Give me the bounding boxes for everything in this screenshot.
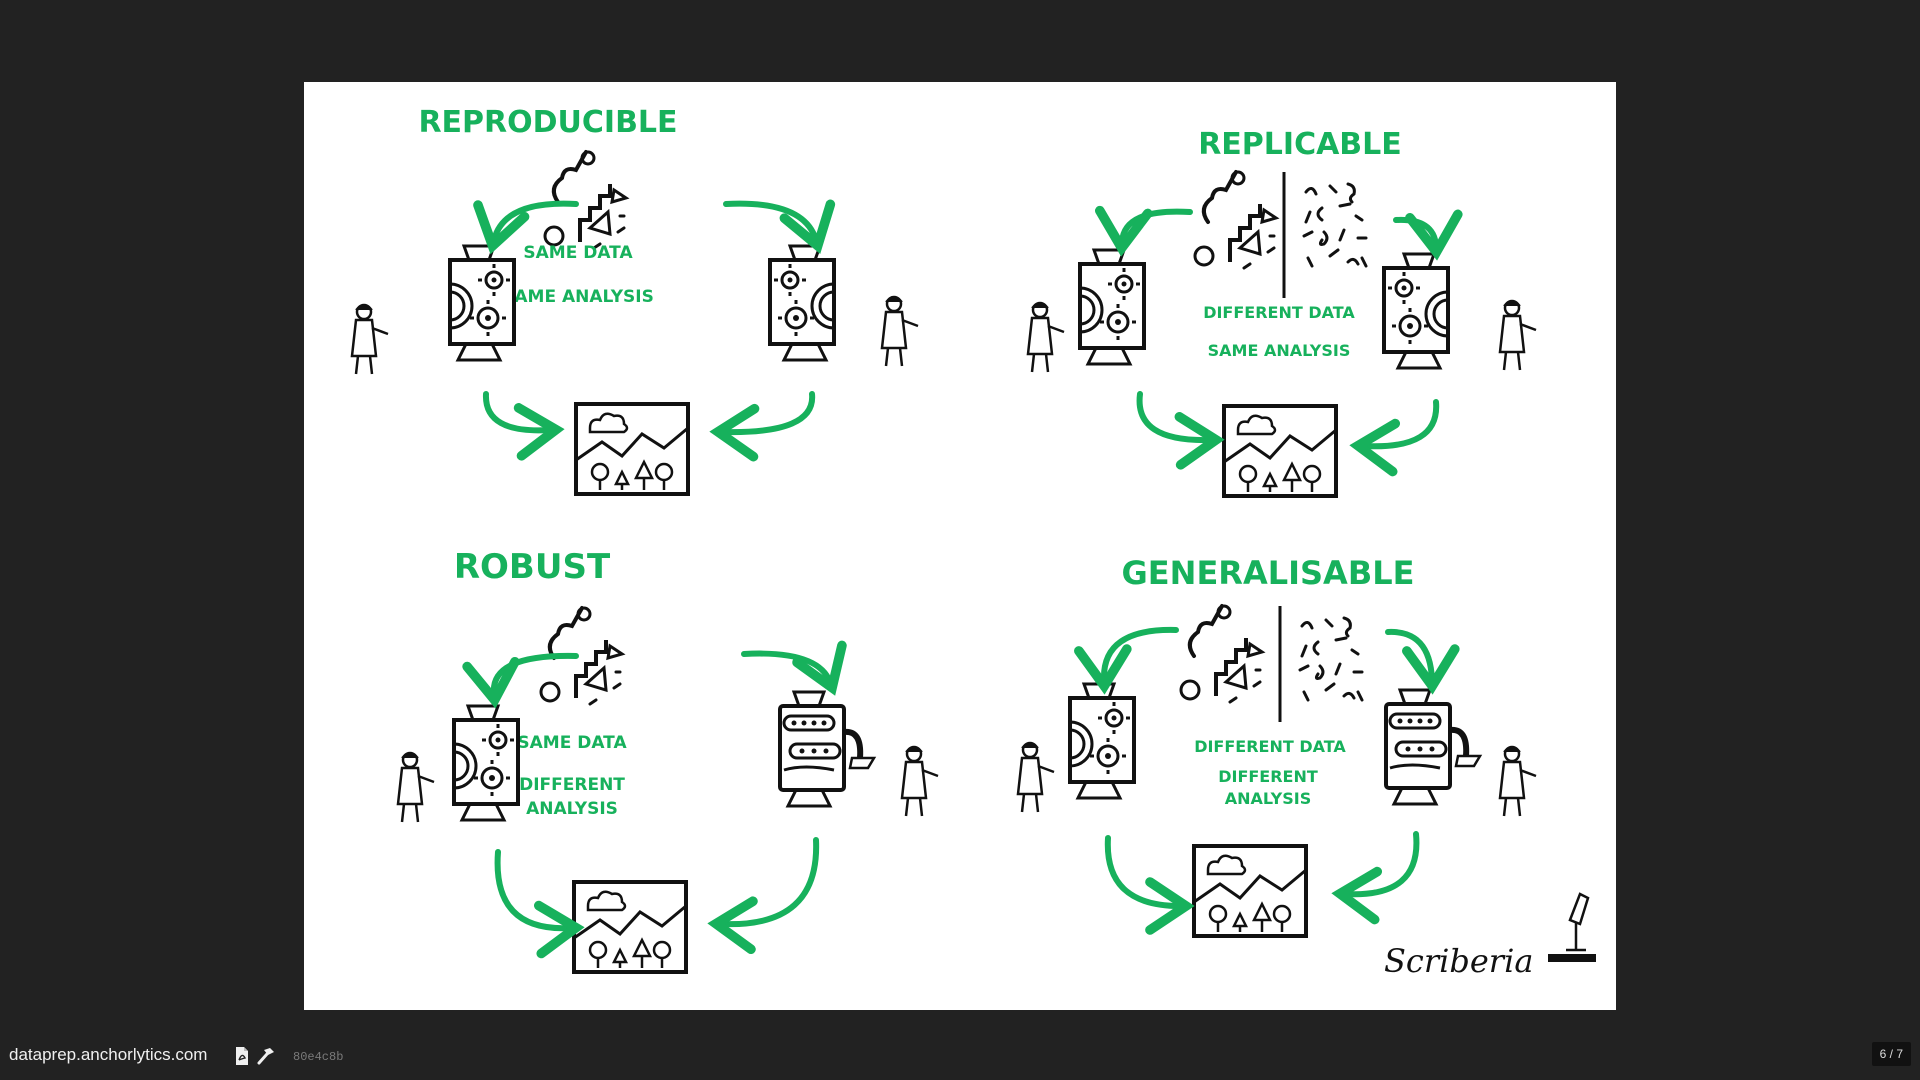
arrow	[1385, 628, 1460, 695]
analysis-machine-icon	[1382, 252, 1450, 370]
arrow	[473, 200, 579, 255]
analysis-machine-icon	[452, 704, 520, 822]
analysis-label: SAME ANALYSIS	[1208, 341, 1351, 360]
arrow	[1331, 831, 1420, 925]
footer-icons	[232, 1045, 276, 1067]
panel-generalisable: GENERALISABLE DIFFERENT DATA DIFFERENT A…	[1016, 554, 1538, 938]
arrow	[707, 837, 820, 954]
data-scatter-icon	[1298, 616, 1364, 702]
researcher-icon	[1026, 301, 1066, 374]
researcher-icon	[396, 751, 436, 824]
analysis-machine-icon	[1068, 682, 1136, 800]
signature: Scriberia	[1384, 942, 1533, 980]
panel-title-generalisable: GENERALISABLE	[1122, 554, 1415, 592]
panel-replicable: REPLICABLE DIFFERENT DATA SAME ANALYSIS	[1026, 127, 1538, 498]
microscope-icon	[1548, 892, 1596, 962]
arrow	[1393, 209, 1463, 261]
data-label: SAME DATA	[517, 733, 627, 753]
analysis-label-line1: DIFFERENT	[1218, 767, 1318, 786]
analysis-machine-icon	[1078, 248, 1146, 366]
researcher-icon	[350, 303, 390, 376]
arrow	[462, 652, 579, 709]
panel-title-reproducible: REPRODUCIBLE	[418, 105, 677, 140]
arrow	[494, 849, 585, 959]
data-shapes-icon	[543, 150, 628, 250]
arrow	[1074, 626, 1179, 695]
panel-title-robust: ROBUST	[454, 547, 611, 587]
panel-robust: ROBUST SAME DATA DIFFERENT ANALYSIS	[396, 547, 940, 974]
researcher-icon	[880, 295, 920, 368]
data-label: DIFFERENT DATA	[1194, 737, 1346, 756]
analysis-label: SAME ANALYSIS	[502, 287, 654, 307]
panel-title-replicable: REPLICABLE	[1198, 127, 1402, 162]
arrow	[723, 199, 836, 255]
data-shapes-icon	[1179, 604, 1264, 704]
result-picture-icon	[1192, 844, 1308, 938]
result-picture-icon	[574, 402, 690, 496]
analysis-machine-icon	[780, 692, 874, 806]
arrow	[1095, 205, 1193, 257]
researcher-icon	[1498, 745, 1538, 818]
data-label: DIFFERENT DATA	[1203, 303, 1355, 322]
analysis-label-line1: DIFFERENT	[519, 775, 625, 795]
footer-bar: dataprep.anchorlytics.com 80e4c8b 6 / 7	[0, 1036, 1920, 1080]
slide-image: REPRODUCIBLE SAME DATA SAME ANALYSIS REP…	[304, 82, 1616, 1010]
data-scatter-icon	[1302, 182, 1368, 268]
analysis-machine-icon	[448, 244, 516, 362]
arrow	[1104, 835, 1195, 935]
arrow	[741, 640, 847, 696]
page-counter: 6 / 7	[1871, 1042, 1911, 1066]
arrow	[482, 391, 565, 461]
arrow	[709, 391, 816, 462]
researcher-icon	[900, 745, 940, 818]
analysis-label-line2: ANALYSIS	[526, 799, 618, 819]
arrow	[1136, 391, 1225, 470]
arrow	[1349, 399, 1440, 477]
commit-hash: 80e4c8b	[293, 1050, 344, 1064]
panel-reproducible: REPRODUCIBLE SAME DATA SAME ANALYSIS	[350, 105, 920, 496]
analysis-label-line2: ANALYSIS	[1225, 789, 1311, 808]
hammer-icon[interactable]	[256, 1046, 276, 1066]
analysis-machine-icon	[768, 244, 836, 362]
result-picture-icon	[1222, 404, 1338, 498]
researcher-icon	[1498, 299, 1538, 372]
data-shapes-icon	[1193, 170, 1278, 270]
pdf-icon[interactable]	[232, 1046, 252, 1066]
site-link[interactable]: dataprep.anchorlytics.com	[9, 1045, 208, 1064]
researcher-icon	[1016, 741, 1056, 814]
data-label: SAME DATA	[523, 243, 633, 263]
analysis-machine-icon	[1386, 690, 1480, 804]
result-picture-icon	[572, 880, 688, 974]
